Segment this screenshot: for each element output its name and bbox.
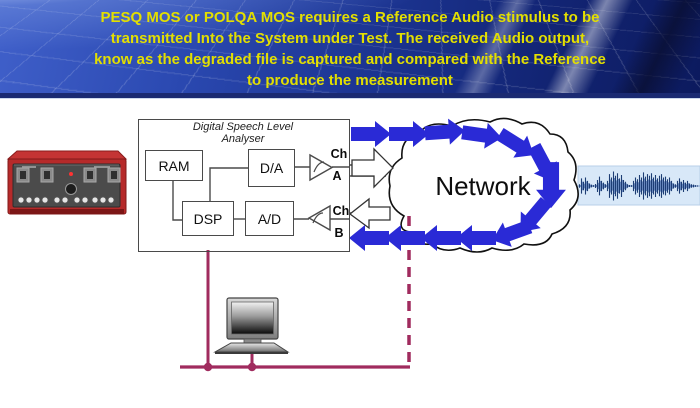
device-input-jacks [16,167,121,183]
banner-light-streaks [0,0,700,93]
device-buttons [17,196,115,204]
header-banner: PESQ MOS or POLQA MOS requires a Referen… [0,0,700,93]
header-line-1: PESQ MOS or POLQA MOS requires a Referen… [100,9,600,26]
device-led [69,172,73,176]
header-text: PESQ MOS or POLQA MOS requires a Referen… [0,7,700,91]
device-knob [65,183,77,195]
laptop-computer [213,297,290,354]
audio-interface-device [6,150,128,215]
amplifier-a-icon [309,153,334,182]
channel-b-arrow [348,197,391,230]
banner-bottom-strip [0,93,700,99]
header-line-4: to produce the measurement [247,72,453,89]
channel-a-arrow [351,147,394,189]
amplifier-b-icon [307,204,331,232]
audio-waveform [577,165,700,206]
header-line-2: transmitted Into the System under Test. … [110,30,590,47]
header-line-3: know as the degraded file is captured an… [94,51,606,68]
